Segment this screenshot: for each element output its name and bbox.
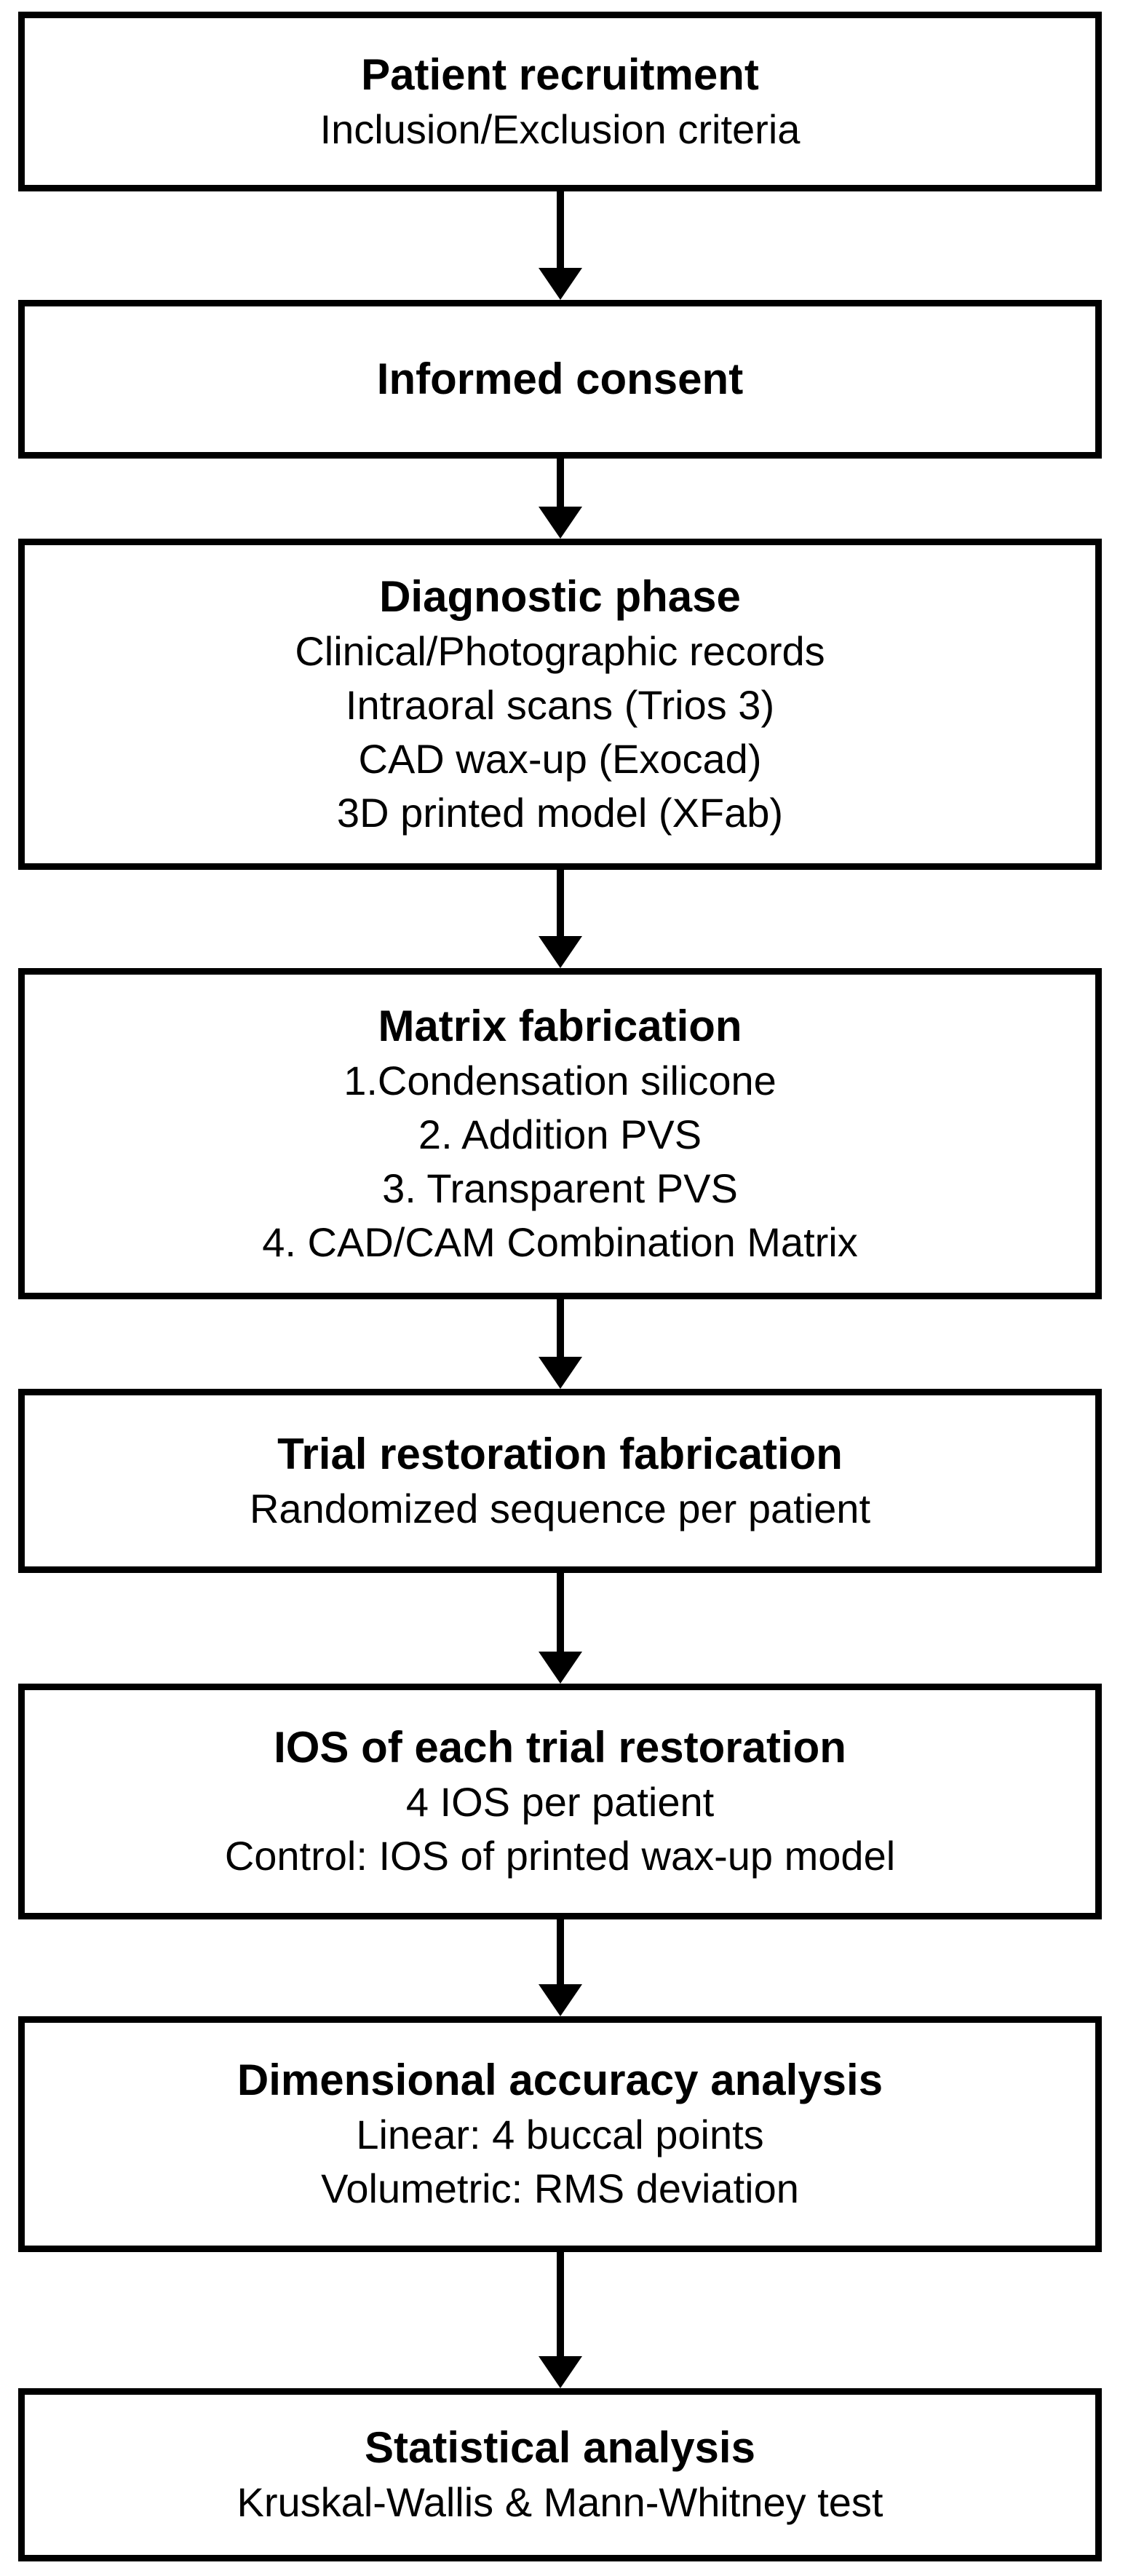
step-detail: 3D printed model (XFab) [336, 789, 784, 836]
flow-arrow [539, 1573, 582, 1684]
step-box-matrix-fabrication: Matrix fabrication 1.Condensation silico… [18, 968, 1102, 1299]
step-detail: 1.Condensation silicone [343, 1057, 777, 1103]
step-box-informed-consent: Informed consent [18, 300, 1102, 459]
step-title: Trial restoration fabrication [277, 1429, 843, 1478]
step-box-patient-recruitment: Patient recruitment Inclusion/Exclusion … [18, 12, 1102, 191]
step-title: Statistical analysis [365, 2423, 755, 2472]
flow-arrow [539, 2252, 582, 2388]
flow-arrow [539, 870, 582, 968]
step-title: Patient recruitment [361, 49, 759, 99]
step-title: Informed consent [376, 354, 744, 403]
step-title: Diagnostic phase [379, 571, 741, 621]
step-box-dimensional-accuracy-analysis: Dimensional accuracy analysis Linear: 4 … [18, 2016, 1102, 2252]
step-title: Matrix fabrication [378, 1001, 742, 1050]
step-detail: Control: IOS of printed wax-up model [224, 1833, 896, 1879]
step-detail: 4. CAD/CAM Combination Matrix [262, 1218, 858, 1265]
step-box-trial-restoration-fabrication: Trial restoration fabrication Randomized… [18, 1389, 1102, 1573]
step-box-ios-trial-restoration: IOS of each trial restoration 4 IOS per … [18, 1684, 1102, 1919]
flow-arrow [539, 191, 582, 300]
step-title: IOS of each trial restoration [274, 1723, 846, 1772]
step-detail: Intraoral scans (Trios 3) [345, 681, 775, 728]
step-detail: Inclusion/Exclusion criteria [319, 106, 801, 152]
flow-arrow [539, 459, 582, 539]
step-detail: 3. Transparent PVS [382, 1165, 738, 1211]
step-title: Dimensional accuracy analysis [237, 2056, 883, 2104]
flow-arrow [539, 1919, 582, 2016]
step-box-diagnostic-phase: Diagnostic phase Clinical/Photographic r… [18, 539, 1102, 870]
step-detail: Volumetric: RMS deviation [321, 2165, 799, 2211]
step-detail: Linear: 4 buccal points [356, 2112, 764, 2157]
step-detail: Clinical/Photographic records [295, 627, 825, 674]
step-detail: 2. Addition PVS [418, 1111, 702, 1157]
step-detail: Kruskal-Wallis & Mann-Whitney test [237, 2479, 883, 2525]
flow-arrow [539, 1299, 582, 1389]
step-detail: 4 IOS per patient [405, 1779, 715, 1825]
step-box-statistical-analysis: Statistical analysis Kruskal-Wallis & Ma… [18, 2388, 1102, 2561]
step-detail: Randomized sequence per patient [249, 1485, 870, 1531]
step-detail: CAD wax-up (Exocad) [358, 735, 762, 782]
